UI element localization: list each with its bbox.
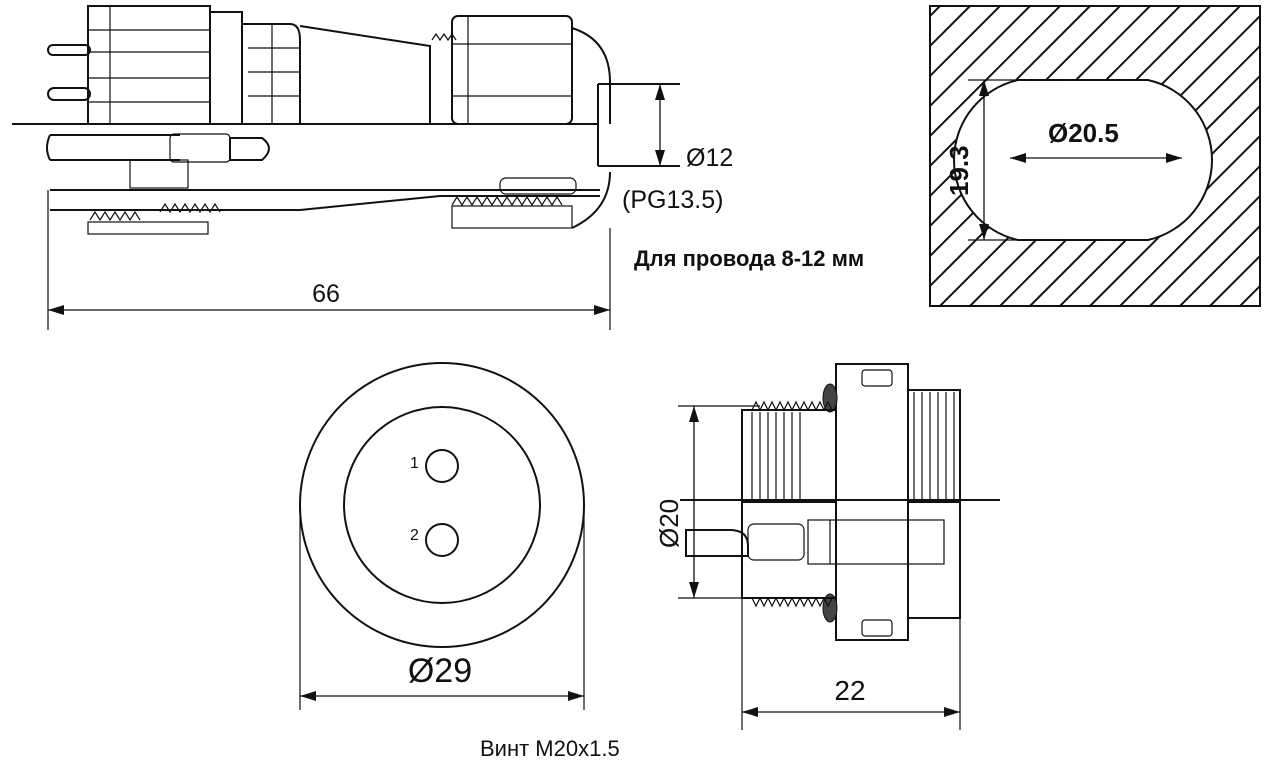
pin-2-label: 2 — [410, 527, 419, 544]
hatch-line — [1149, 194, 1260, 306]
hatch-line — [1270, 6, 1280, 306]
socket-length-label: 22 — [834, 675, 865, 706]
plug-side-view: 66 Ø12 (PG13.5) — [12, 5, 733, 330]
thread-spec-note: Винт M20x1.5 — [480, 736, 620, 761]
hatch-line — [1119, 164, 1260, 306]
hatch-line — [930, 6, 1001, 78]
pin-1-label: 1 — [410, 455, 419, 472]
cable-diameter-label: Ø12 — [686, 144, 733, 172]
length-66-label: 66 — [312, 280, 340, 308]
cutout-flat-label: 19.3 — [944, 145, 974, 196]
hatch-line — [1089, 134, 1260, 306]
hatch-line — [1209, 254, 1260, 306]
thread-diameter-label: Ø20 — [654, 499, 684, 548]
hatch-line — [930, 6, 1031, 108]
wire-range-note: Для провода 8-12 мм — [634, 246, 864, 271]
socket-side-view: Ø20 22 — [654, 363, 1000, 730]
hatch-line — [1179, 224, 1260, 306]
front-diameter-label: Ø29 — [408, 652, 472, 690]
hatch-line — [930, 6, 1061, 138]
front-view: 1 2 Ø29 — [299, 362, 585, 710]
hatch-line — [930, 6, 1091, 168]
cutout-diameter-label: Ø20.5 — [1048, 118, 1119, 148]
panel-cutout-view: Ø20.5 19.3 — [929, 5, 1280, 307]
gland-size-label: (PG13.5) — [622, 186, 723, 214]
